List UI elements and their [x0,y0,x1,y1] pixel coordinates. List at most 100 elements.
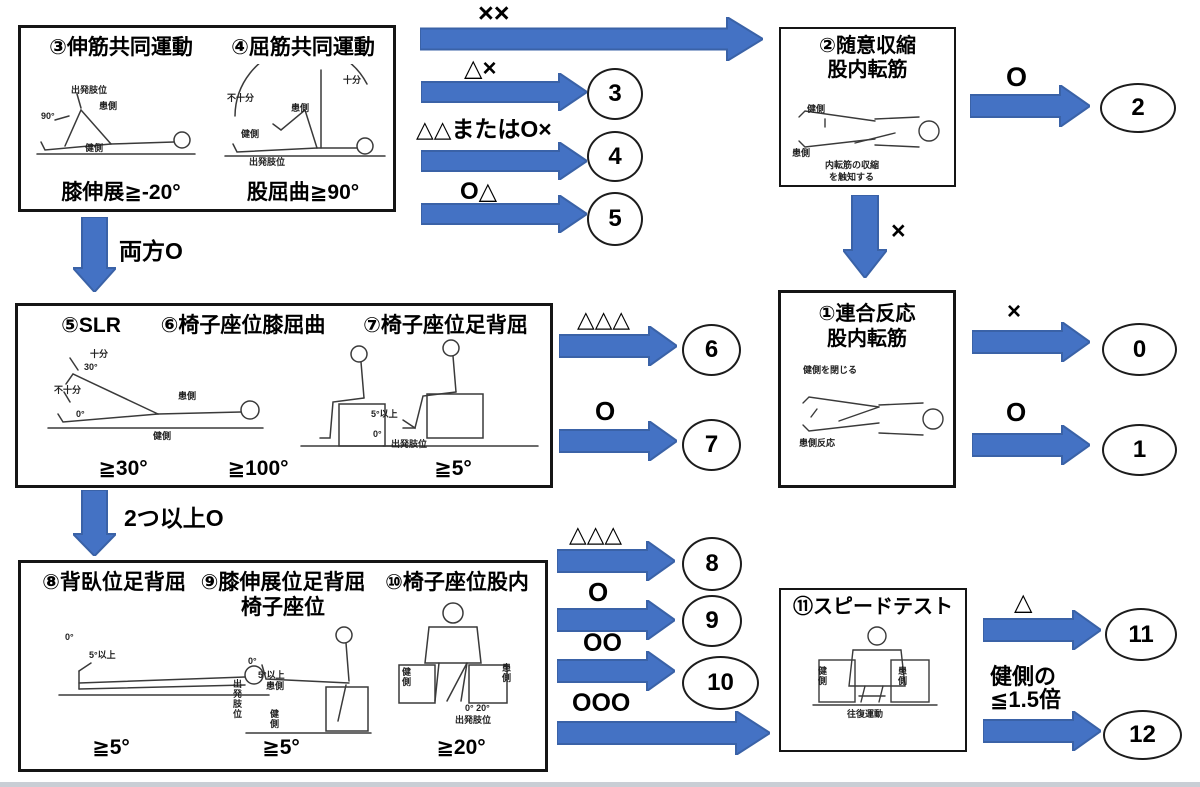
label-o-score9: O [588,577,609,607]
title-knee-extended-dorsiflexion-line2: 椅子座位 [241,596,325,619]
label-le-1-5x-line1: 健側の [990,664,1057,689]
label-o-score2: O [1006,62,1028,92]
label-three-triangles-8: △△△ [569,521,623,547]
fig-label: 患側反応 [799,438,836,448]
fig-label: 0° 20° [465,703,490,713]
arrow-xx-to-box2 [420,17,763,61]
fig-label: 健側を閉じる [803,365,858,375]
arrow-to-score-5 [421,195,587,233]
label-xx: ×× [478,0,510,28]
title-associated-reaction-line2: 股内転筋 [827,328,907,350]
fig-label: 0° [248,656,257,666]
fig-label: 出発肢位 [455,715,492,725]
fig-label: 患側 [291,103,310,113]
arrow-to-score-1 [972,425,1090,465]
arrow-to-score-0 [972,322,1090,362]
fig-label: 0° [65,632,74,642]
score-circle-4: 4 [587,131,643,182]
fig-label: 0° [76,409,85,419]
criterion-knee-extended-dorsiflexion: ≧5° [262,736,300,759]
label-o-score1: O [1006,397,1027,427]
label-triangle-score11: △ [1014,589,1033,616]
fig-label: 不十分 [54,385,82,395]
label-both-o: 両方O [119,238,183,264]
arrow-to-score-9 [557,600,675,640]
label-le-1-5x-line2: ≦1.5倍 [990,687,1062,712]
criterion-ankle: ≧5° [434,457,472,480]
illustration-sitting-ankle: 5°以上 0° 出発肢位 [363,338,548,456]
label-oo-score10: OO [583,629,622,657]
score-circle-0: 0 [1102,323,1177,376]
fig-label: 往復運動 [847,709,884,719]
sitting-hip-adduction-drawing [398,602,508,704]
fig-label: 内転筋の収縮 [825,160,880,170]
slr-drawing [47,357,264,429]
score-circle-2: 2 [1100,83,1176,133]
box-associated-reaction: ①連合反応 股内転筋 健側を閉じる 患側反応 [778,290,956,488]
arrow-to-score-10 [557,651,675,691]
arrow-to-score-8 [557,541,675,581]
fig-label: 5°以上 [89,650,116,660]
illustration-flexor-synergy: 不十分 十分 患側 健側 出発肢位 [217,64,391,174]
fig-label: 患側 [99,101,118,111]
flexor-synergy-drawing [224,64,386,157]
title-sitting-hip-adduction: ⑩椅子座位股内 [385,571,529,594]
knee-extended-dorsiflexion-drawing [245,626,372,734]
box-dorsiflexion-tests: ⑧背臥位足背屈 ⑨膝伸展位足背屈 椅子座位 ⑩椅子座位股内 0° 5°以上 [18,560,548,772]
illustration-extensor-synergy: 出発肢位 患側 90° 健側 [35,72,207,172]
supine-dorsiflexion-drawing [58,662,270,696]
criterion-hip-adduction: ≧20° [436,736,486,759]
fig-label: 90° [41,111,55,121]
illustration-associated-reaction: 健側を閉じる 患側反応 [787,361,953,481]
arrow-down-box2-to-box1 [843,195,887,278]
fig-label: 健側 [85,143,104,153]
label-triangle-x: △× [464,55,497,82]
arrow-to-score-4 [421,142,587,180]
score-circle-10: 10 [682,656,759,710]
title-sitting-knee-flexion: ⑥椅子座位膝屈曲 [160,314,326,337]
extensor-synergy-drawing [36,93,196,155]
fig-label: 十分 [343,75,362,85]
label-two-triangles-or-ox: △△またはO× [416,116,552,142]
page-bottom-edge [0,782,1200,787]
title-flexor-synergy: ④屈筋共同運動 [231,36,375,59]
title-voluntary-contraction-line2: 股内転筋 [827,59,908,81]
arrow-to-score-3 [421,73,587,111]
title-associated-reaction-line1: ①連合反応 [818,303,916,325]
score-circle-3: 3 [587,68,643,120]
criterion-knee-flexion: ≧100° [227,457,289,480]
title-knee-extended-dorsiflexion-line1: ⑨膝伸展位足背屈 [200,571,366,594]
score-circle-1: 1 [1102,424,1177,476]
sitting-ankle-drawing [382,339,539,447]
fig-label: 5°以上 [371,409,398,419]
fig-label: 30° [84,362,98,372]
score-circle-8: 8 [682,537,742,591]
fig-label: 出発肢位 [232,679,242,719]
fig-label: 0° [373,429,382,439]
fig-label: 健側 [153,431,172,441]
label-ooo: OOO [572,689,631,717]
fig-label: 不十分 [227,93,255,103]
illustration-voluntary-contraction: 健側 患側 内転筋の収縮 を触知する [787,89,952,187]
arrow-to-score-2 [970,85,1090,127]
score-circle-5: 5 [587,192,643,246]
fig-label: を触知する [829,172,875,182]
fig-label: 十分 [90,349,109,359]
box-speed-test: ⑪スピードテスト 健側 患側 往復運動 [779,588,967,752]
illustration-knee-extended-dorsiflexion: 0° 5°以上 出発肢位 患側 健側 [226,621,376,751]
fig-label: 患側 [266,681,285,691]
fig-label: 患側 [897,666,907,686]
criterion-knee-extension: 膝伸展≧-20° [61,181,181,204]
criterion-supine-dorsiflexion: ≧5° [92,736,130,759]
fig-label: 健側 [269,709,279,729]
fig-label: 出発肢位 [391,439,428,449]
fig-label: 患側 [178,391,197,401]
illustration-supine-dorsiflexion: 0° 5°以上 [29,623,279,723]
arrow-to-score-6 [559,326,677,366]
title-supine-dorsiflexion: ⑧背臥位足背屈 [42,571,186,594]
arrow-down-synergy-to-slr [73,217,116,292]
fig-label: 患側 [792,148,811,158]
arrow-to-score-12 [983,711,1101,751]
title-voluntary-contraction-line1: ②随意収縮 [819,35,916,57]
